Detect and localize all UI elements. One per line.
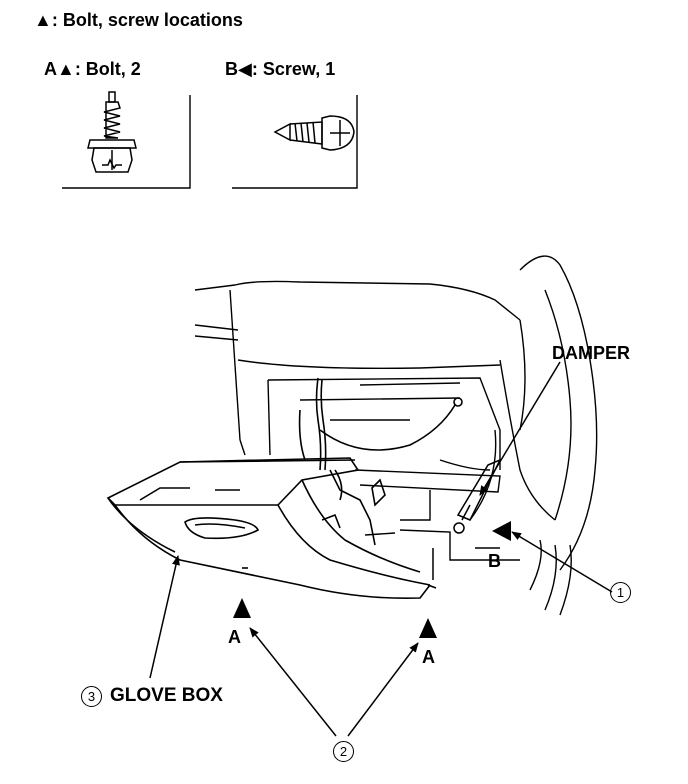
wiring-harness [298,377,463,546]
damper-strut [453,458,502,534]
screw-marker-b [492,521,511,541]
screw-icon [273,115,355,151]
legend-bolt-label: A▲: Bolt, 2 [44,59,141,79]
legend-bolt-panel [62,95,191,189]
legend-title: ▲: Bolt, screw locations [34,11,243,29]
callout-3: 3 [81,686,102,707]
bolt-icon [87,91,137,173]
bolt-location-a-left-label: A [228,627,241,647]
screw-location-b-label: B [488,551,501,571]
bolt-location-a-right-label: A [422,647,435,667]
damper-label: DAMPER [552,343,631,363]
legend-screw-panel [232,95,358,189]
callout-2: 2 [333,741,354,762]
bolt-marker-right [419,618,437,638]
dashboard-outline [194,255,598,616]
glove-box [106,457,437,600]
legend-title-text: : Bolt, screw locations [51,10,243,30]
glove-box-label: GLOVE BOX [110,685,223,706]
leader-lines [149,361,613,737]
legend-screw-label: B◀: Screw, 1 [225,59,336,79]
callout-1: 1 [610,582,631,603]
bolt-marker-left [233,598,251,618]
bolt-triangle-icon: ▲ [34,10,52,30]
location-markers [233,521,511,638]
